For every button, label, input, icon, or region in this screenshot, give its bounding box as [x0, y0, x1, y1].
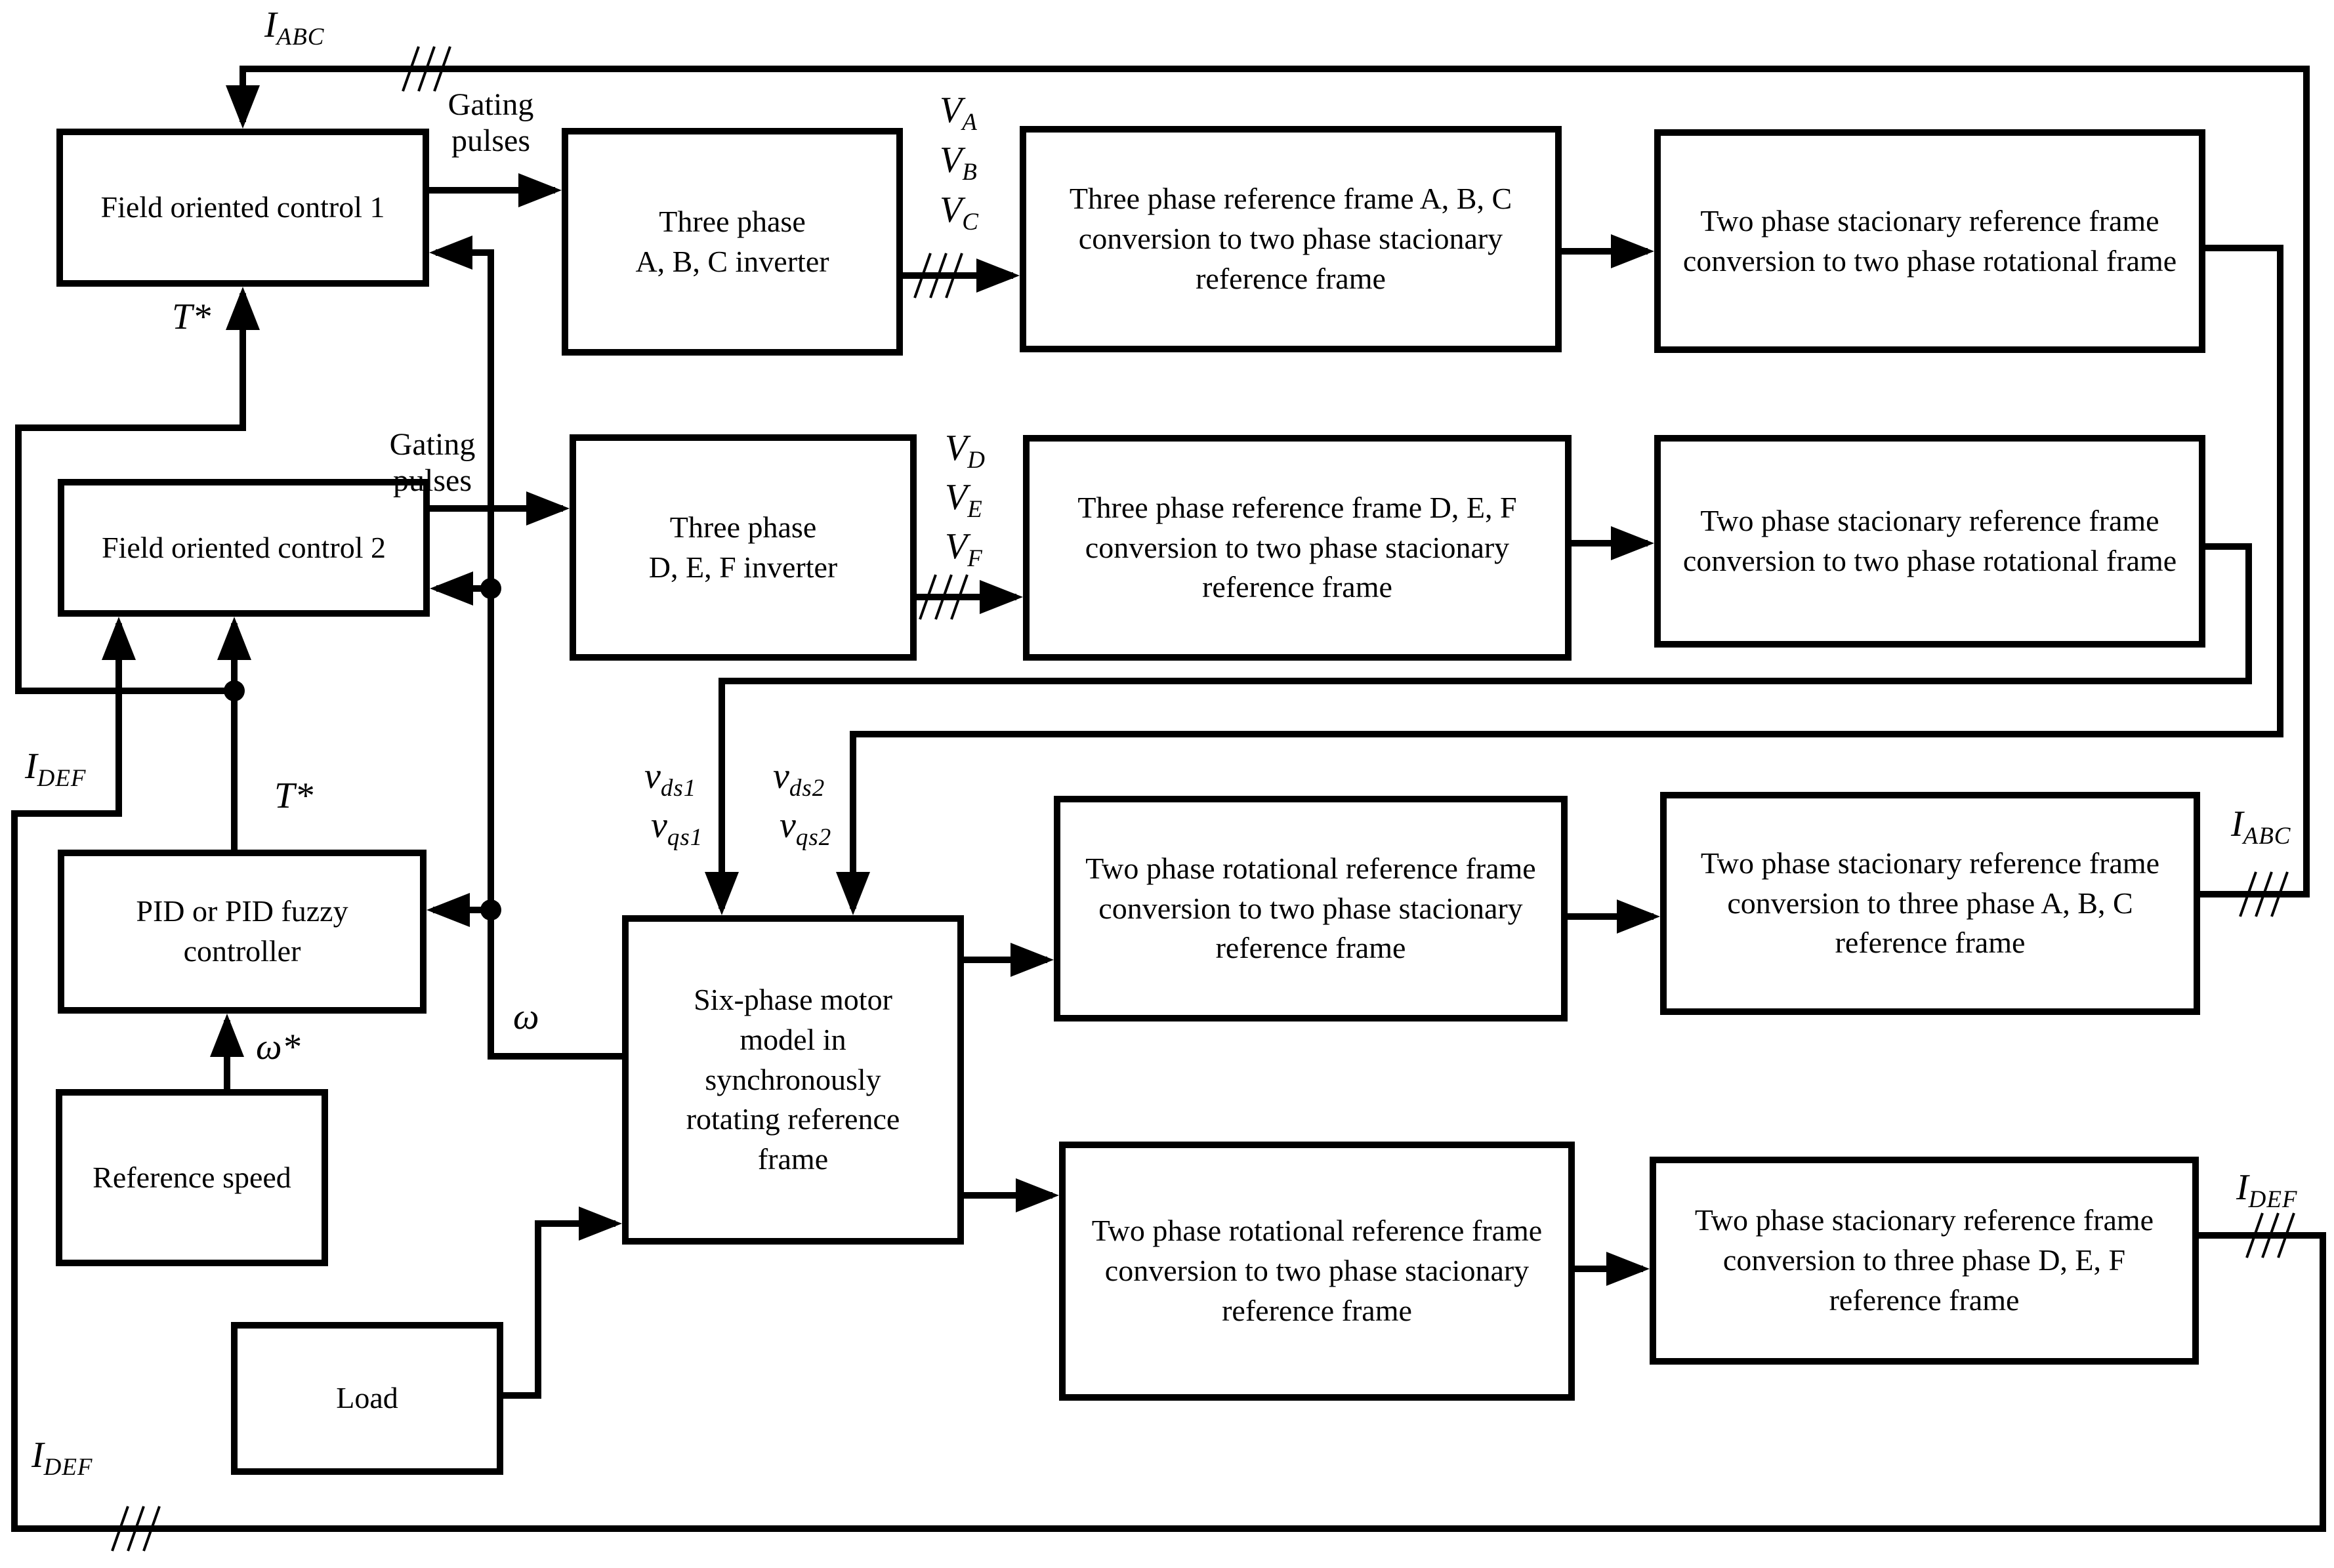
label-omega-star: ω*: [256, 1027, 301, 1067]
label-vds1: vds1: [644, 756, 697, 802]
block-reference-speed: Reference speed: [56, 1089, 328, 1266]
block-label: Field oriented control 1: [100, 190, 385, 224]
block-label: Field oriented control 2: [101, 530, 386, 564]
wire-rot2-motor: [719, 543, 2252, 909]
arrow-into-foc1-right: [429, 236, 472, 270]
block-stationary-to-rotational-1: Two phase stacionary reference frame con…: [1654, 129, 2205, 353]
wire-tstar-branch: [15, 293, 246, 694]
block-pid-controller: PID or PID fuzzy controller: [58, 850, 427, 1014]
block-label: Two phase rotational reference frame con…: [1085, 851, 1536, 965]
block-rotational-to-stationary-1: Two phase rotational reference frame con…: [1054, 796, 1568, 1021]
junction-omega-foc2: [480, 578, 501, 599]
bus-slash-bottom: [111, 1506, 161, 1552]
block-three-phase-abc-inverter: Three phase A, B, C inverter: [562, 128, 903, 356]
block-stationary-to-three-phase-abc: Two phase stacionary reference frame con…: [1660, 792, 2200, 1015]
label-iabc-top: IABC: [264, 5, 325, 51]
arrow-tstar-into-foc2: [217, 617, 251, 660]
block-three-phase-def-inverter: Three phase D, E, F inverter: [570, 434, 917, 661]
arrow-into-s2t1: [1617, 899, 1660, 934]
arrow-into-conv1: [976, 258, 1020, 293]
label-gating-pulses-1: Gating pulses: [448, 87, 534, 159]
arrow-into-conv2: [980, 580, 1023, 614]
arrow-omega-into-pid: [427, 893, 470, 927]
arrow-into-foc1-top: [226, 85, 260, 129]
arrow-vds1-into-motor: [705, 872, 739, 915]
label-vqs1: vqs1: [651, 805, 703, 851]
block-label: Two phase stacionary reference frame con…: [1700, 846, 2160, 960]
label-idef-left: IDEF: [25, 746, 87, 792]
block-def-to-two-phase-stationary: Three phase reference frame D, E, F conv…: [1023, 435, 1572, 661]
bus-slash-idef-right: [2245, 1212, 2295, 1258]
arrow-omega-into-foc2: [430, 571, 473, 606]
label-idef-right: IDEF: [2236, 1167, 2298, 1213]
label-vd: VD: [945, 428, 986, 474]
label-omega: ω: [513, 997, 539, 1037]
arrow-into-rot1: [1611, 234, 1654, 268]
label-vb: VB: [940, 140, 978, 186]
label-vf: VF: [945, 526, 983, 572]
block-label: Two phase stacionary reference frame con…: [1682, 203, 2177, 278]
arrow-into-r2s2: [1016, 1178, 1059, 1212]
arrow-load-into-motor: [579, 1207, 622, 1241]
label-idef-bottom: IDEF: [31, 1435, 93, 1481]
junction-omega-pid: [480, 899, 501, 920]
block-label: Six-phase motor model in synchronously r…: [686, 983, 900, 1176]
block-stationary-to-rotational-2: Two phase stacionary reference frame con…: [1654, 435, 2205, 648]
block-field-oriented-control-1: Field oriented control 1: [56, 129, 429, 287]
label-iabc-right: IABC: [2231, 804, 2291, 850]
block-abc-to-two-phase-stationary: Three phase reference frame A, B, C conv…: [1020, 126, 1562, 352]
wire-rot1-motor: [850, 245, 2283, 909]
arrow-into-s2t2: [1606, 1252, 1650, 1286]
arrow-into-inv2: [526, 491, 570, 526]
block-field-oriented-control-2: Field oriented control 2: [58, 479, 430, 617]
block-six-phase-motor-model: Six-phase motor model in synchronously r…: [622, 915, 964, 1245]
block-label: Three phase reference frame A, B, C conv…: [1069, 182, 1512, 295]
label-tstar-pid: T*: [274, 775, 314, 816]
bus-slash-inv1-out: [913, 253, 963, 299]
arrow-into-inv1: [518, 173, 562, 207]
block-label: Load: [336, 1381, 398, 1415]
block-label: Three phase D, E, F inverter: [648, 510, 838, 584]
arrow-into-r2s1: [1011, 943, 1054, 977]
bus-slash-top: [402, 46, 451, 92]
label-tstar-foc1: T*: [172, 297, 211, 337]
arrow-vds2-into-motor: [836, 872, 870, 915]
arrow-idef-into-foc2: [102, 617, 136, 660]
label-vqs2: vqs2: [780, 805, 832, 851]
label-ve: VE: [945, 477, 983, 523]
block-label: Three phase reference frame D, E, F conv…: [1077, 490, 1517, 604]
label-vc: VC: [940, 190, 979, 236]
block-stationary-to-three-phase-def: Two phase stacionary reference frame con…: [1650, 1157, 2199, 1365]
block-label: Reference speed: [93, 1160, 291, 1194]
arrow-into-rot2: [1611, 526, 1654, 560]
block-label: Two phase stacionary reference frame con…: [1682, 504, 2177, 577]
wire-idef-loop: [11, 623, 2326, 1532]
label-va: VA: [940, 90, 978, 136]
block-label: Two phase stacionary reference frame con…: [1694, 1203, 2154, 1317]
bus-slash-iabc-right: [2239, 871, 2289, 917]
arrow-ref-into-pid: [210, 1014, 244, 1057]
block-load: Load: [231, 1322, 503, 1475]
label-gating-pulses-2: Gating pulses: [389, 427, 476, 499]
bus-slash-inv2-out: [919, 574, 969, 620]
arrow-into-foc1-bottom: [226, 287, 260, 330]
wire-load-motor: [503, 1220, 615, 1399]
junction-tstar: [224, 680, 245, 701]
block-label: Two phase rotational reference frame con…: [1091, 1214, 1543, 1327]
block-label: PID or PID fuzzy controller: [136, 894, 348, 968]
label-vds2: vds2: [773, 756, 825, 802]
block-rotational-to-stationary-2: Two phase rotational reference frame con…: [1059, 1142, 1575, 1401]
block-label: Three phase A, B, C inverter: [635, 204, 829, 278]
